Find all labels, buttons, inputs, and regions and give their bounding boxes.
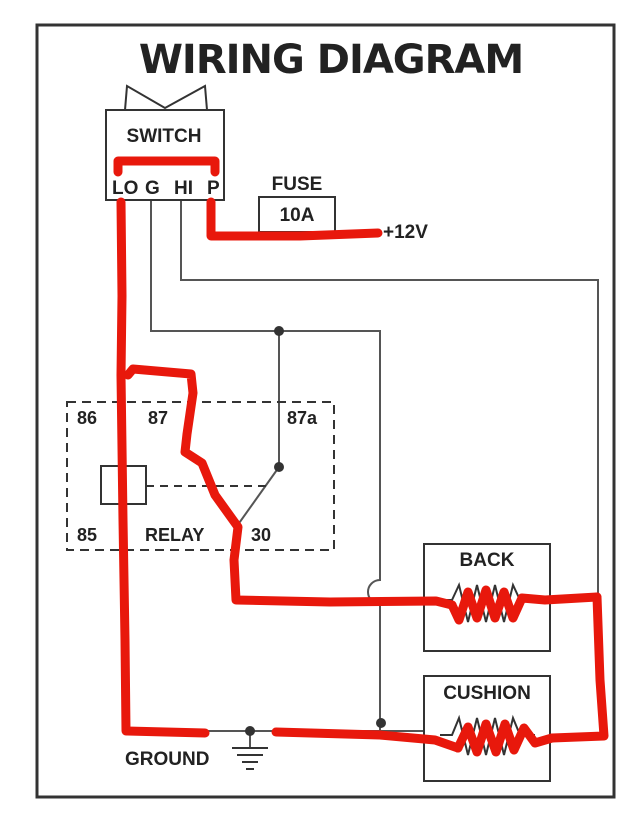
overlay-87-loop (123, 364, 457, 610)
ground-symbol-icon (232, 747, 268, 770)
junction-dot (274, 326, 284, 336)
overlay-switch-bar (113, 156, 220, 177)
red-overlay (113, 156, 609, 757)
switch-label: SWITCH (127, 126, 202, 147)
heater-cushion-element-icon (440, 714, 535, 756)
power-label: +12V (383, 222, 428, 243)
overlay-lo-to-ground (116, 197, 210, 738)
switch-rocker-icon (124, 84, 208, 111)
heater-back-element-icon (440, 581, 535, 623)
heater-cushion-label: CUSHION (443, 683, 531, 704)
switch-terminal-p: P (207, 178, 220, 199)
overlay-p-to-power (206, 197, 383, 241)
relay-pin-87a: 87a (287, 408, 318, 428)
heater-back-label: BACK (460, 550, 515, 571)
junction-dot (274, 462, 284, 472)
switch: SWITCH LO G HI P (105, 84, 225, 201)
switch-body (105, 109, 225, 201)
relay-pin-30: 30 (251, 525, 271, 545)
fuse-label: FUSE (272, 174, 323, 195)
overlay-ground-return (271, 727, 463, 753)
switch-terminal-lo: LO (112, 178, 138, 199)
ground-label: GROUND (125, 749, 209, 770)
relay-pin-86: 86 (77, 408, 97, 428)
fuse-body (258, 196, 336, 233)
relay-blade (236, 466, 280, 527)
wire-switch-hi (180, 200, 599, 598)
relay-pin-85: 85 (77, 525, 97, 545)
junction-dot (245, 726, 255, 736)
fuse: FUSE 10A (258, 174, 336, 233)
overlay-back-heater (447, 585, 602, 625)
junction-dots (245, 326, 386, 736)
switch-terminal-hi: HI (174, 178, 193, 199)
switch-terminal-g: G (145, 178, 160, 199)
diagram-title: WIRING DIAGRAM (139, 37, 523, 83)
relay-label: RELAY (145, 525, 204, 545)
relay-pin-87: 87 (148, 408, 168, 428)
fuse-rating: 10A (280, 205, 315, 226)
overlay-right-rail (547, 592, 609, 743)
overlay-cushion-heater (453, 719, 557, 757)
relay-outline (66, 401, 335, 551)
junction-dot (376, 718, 386, 728)
